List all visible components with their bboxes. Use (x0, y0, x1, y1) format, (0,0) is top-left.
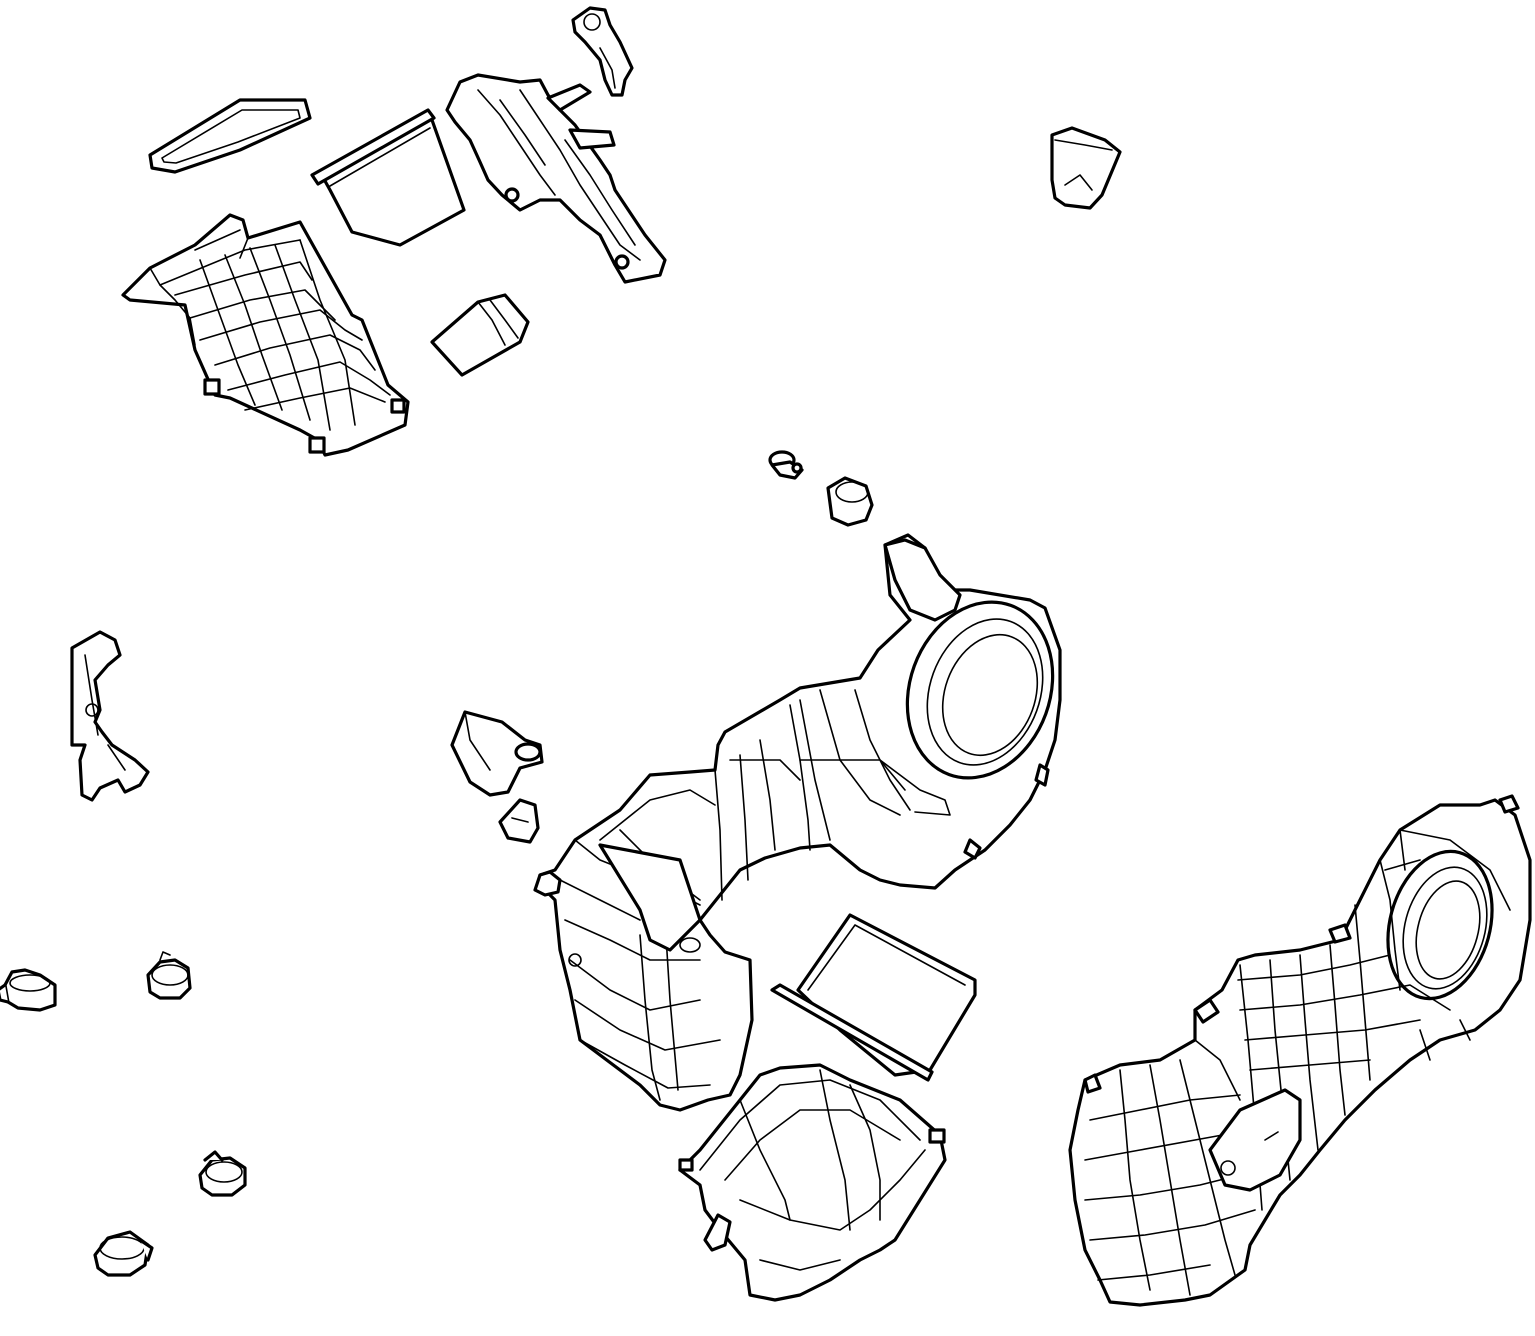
left-bracket (70, 630, 150, 802)
center-grommet (826, 476, 874, 527)
lower-tray (678, 1063, 947, 1302)
center-fitting (768, 450, 804, 480)
actuator-bracket (445, 73, 667, 284)
hose-clamp (146, 951, 192, 1000)
outer-housing-case (1068, 794, 1532, 1307)
upper-seal-gasket (148, 98, 312, 174)
actuator-arm (571, 6, 634, 97)
upper-housing-shell (121, 213, 410, 457)
filter-panel-lower (770, 913, 977, 1082)
foam-seal-block (430, 293, 530, 377)
grommet-cone (1050, 126, 1122, 210)
hose-clamp (198, 1150, 247, 1197)
drain-elbow (450, 710, 544, 797)
upper-filter-door (310, 108, 466, 247)
hose-clamp (93, 1230, 154, 1277)
small-grommet (498, 798, 540, 844)
blower-housing-main (533, 533, 1062, 1112)
hose-clamp (0, 968, 57, 1012)
